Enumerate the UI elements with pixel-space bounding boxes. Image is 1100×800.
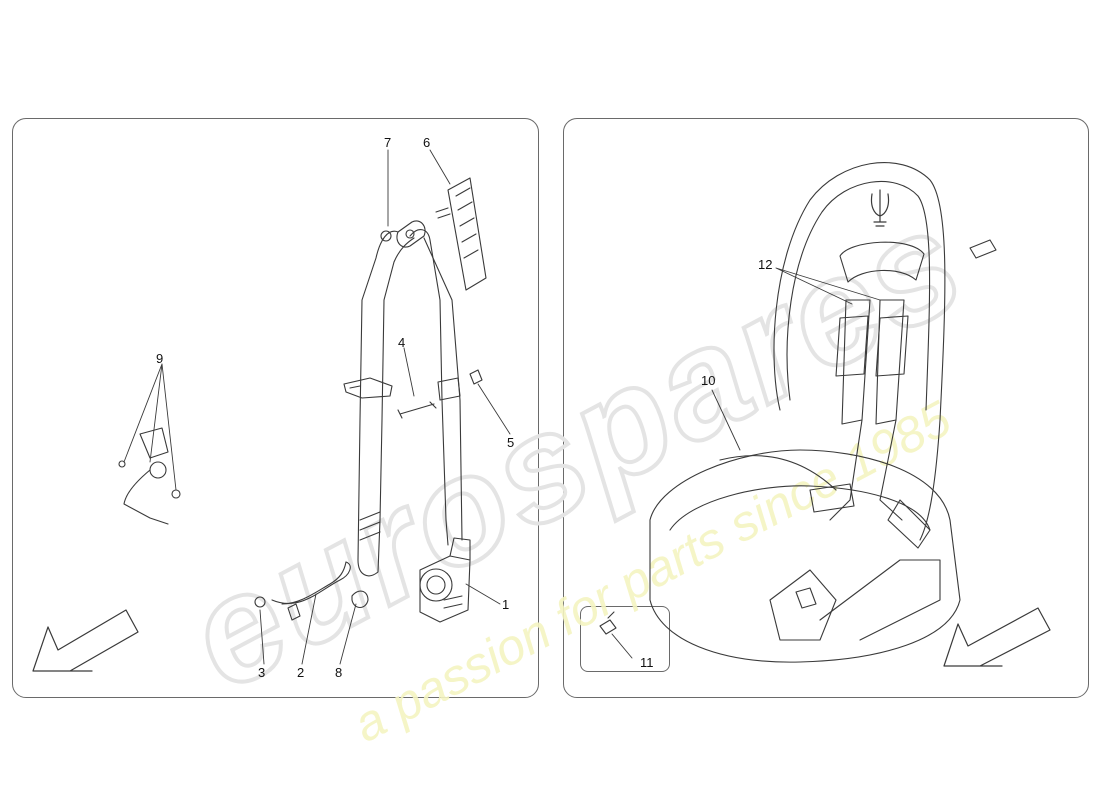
direction-arrow-icon [943,607,1051,667]
callout-5: 5 [507,435,515,450]
part-11-inset-box [580,606,670,672]
fastener-part-11 [599,611,617,635]
grommet-part-3 [254,596,266,608]
height-adjuster-part-6 [380,177,487,291]
callout-12: 12 [758,257,773,272]
clip-part-5 [469,369,483,385]
trident-logo-icon [870,189,890,227]
racing-seat [649,162,961,663]
harness-straps [719,239,997,549]
callout-3: 3 [258,665,266,680]
callout-7: 7 [384,135,392,150]
callout-1: 1 [502,597,510,612]
callout-2: 2 [297,665,305,680]
callout-11: 11 [640,655,654,670]
callout-9: 9 [156,351,164,366]
callout-4: 4 [398,335,406,350]
seat-belt-webbing [343,220,463,577]
bolt-part-4 [397,401,437,419]
direction-arrow-icon [32,609,139,672]
callout-10: 10 [701,373,716,388]
cable-part-2 [271,561,351,605]
retractor-part-1 [419,537,471,623]
nut-part-8 [351,590,369,609]
callout-8: 8 [335,665,343,680]
callout-6: 6 [423,135,431,150]
sensor-part-9 [118,427,181,525]
